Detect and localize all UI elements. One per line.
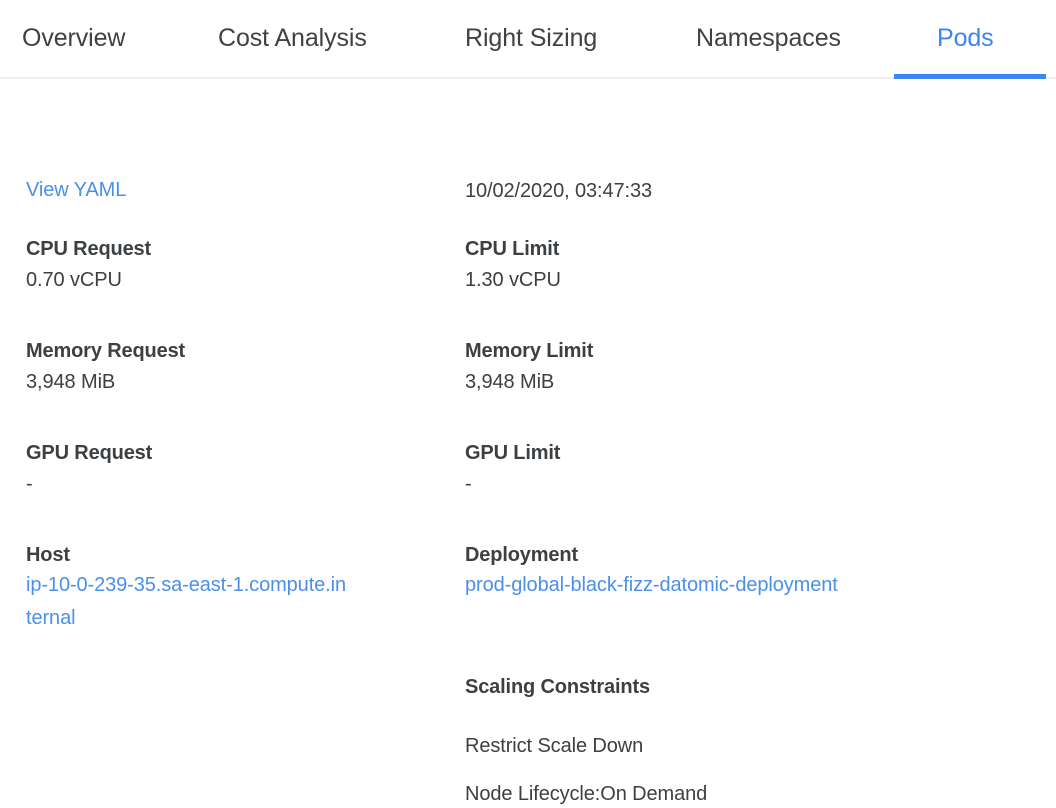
tab-namespaces[interactable]: Namespaces xyxy=(696,16,841,60)
gpu-request-label: GPU Request xyxy=(26,442,153,464)
tab-cost-analysis[interactable]: Cost Analysis xyxy=(218,16,367,60)
memory-limit-label: Memory Limit xyxy=(465,340,594,362)
scaling-constraints-label: Scaling Constraints xyxy=(465,676,650,698)
scaling-constraints-header: Scaling Constraints xyxy=(465,674,650,701)
tab-right-sizing[interactable]: Right Sizing xyxy=(465,16,597,60)
cpu-limit-label: CPU Limit xyxy=(465,238,560,260)
tab-bar: Overview Cost Analysis Right Sizing Name… xyxy=(0,0,1056,79)
scaling-constraint-item: Node Lifecycle:On Demand xyxy=(465,781,707,808)
node-lifecycle-text: Node Lifecycle:On Demand xyxy=(465,783,708,805)
gpu-limit-field: GPU Limit - xyxy=(465,440,560,501)
gpu-limit-label: GPU Limit xyxy=(465,442,561,464)
view-yaml-link[interactable]: View YAML xyxy=(26,179,127,201)
deployment-field: Deployment prod-global-black-fizz-datomi… xyxy=(465,542,838,602)
gpu-request-value: - xyxy=(26,473,33,495)
memory-limit-value: 3,948 MiB xyxy=(465,371,555,393)
tab-overview[interactable]: Overview xyxy=(22,16,125,60)
restrict-scale-down-text: Restrict Scale Down xyxy=(465,735,644,757)
created-timestamp: 10/02/2020, 03:47:33 xyxy=(465,180,653,202)
tab-pods[interactable]: Pods xyxy=(937,16,994,60)
cpu-request-value: 0.70 vCPU xyxy=(26,269,122,291)
memory-request-label: Memory Request xyxy=(26,340,186,362)
timestamp-row: 10/02/2020, 03:47:33 xyxy=(465,174,652,208)
gpu-limit-value: - xyxy=(465,473,472,495)
cpu-limit-field: CPU Limit 1.30 vCPU xyxy=(465,236,561,297)
host-field: Host ip-10-0-239-35.sa-east-1.compute.in… xyxy=(26,542,351,635)
deployment-link[interactable]: prod-global-black-fizz-datomic-deploymen… xyxy=(465,574,838,596)
memory-request-value: 3,948 MiB xyxy=(26,371,116,393)
cpu-request-field: CPU Request 0.70 vCPU xyxy=(26,236,151,297)
host-link[interactable]: ip-10-0-239-35.sa-east-1.compute.interna… xyxy=(26,574,347,629)
cpu-limit-value: 1.30 vCPU xyxy=(465,269,561,291)
deployment-label: Deployment xyxy=(465,544,578,566)
gpu-request-field: GPU Request - xyxy=(26,440,152,501)
memory-limit-field: Memory Limit 3,948 MiB xyxy=(465,338,593,399)
view-yaml-row: View YAML xyxy=(26,174,126,207)
active-tab-indicator xyxy=(894,74,1046,79)
memory-request-field: Memory Request 3,948 MiB xyxy=(26,338,185,399)
cpu-request-label: CPU Request xyxy=(26,238,152,260)
host-label: Host xyxy=(26,544,70,566)
scaling-constraint-item: Restrict Scale Down xyxy=(465,733,643,760)
